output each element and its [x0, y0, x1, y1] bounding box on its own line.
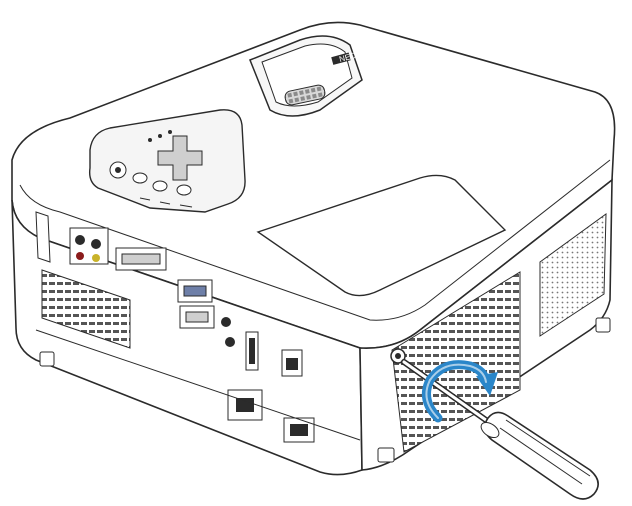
rotate-arrow-icon	[421, 360, 498, 423]
brand-logo: NEC	[338, 51, 357, 64]
front-face	[11, 199, 363, 476]
screwdriver-icon	[401, 359, 599, 500]
rear-vent	[41, 269, 131, 349]
control-panel	[88, 109, 246, 213]
lamp-cover	[256, 174, 507, 297]
cross-key-icon	[157, 135, 203, 181]
rear-ports	[35, 211, 361, 443]
lens-hood	[249, 35, 363, 117]
